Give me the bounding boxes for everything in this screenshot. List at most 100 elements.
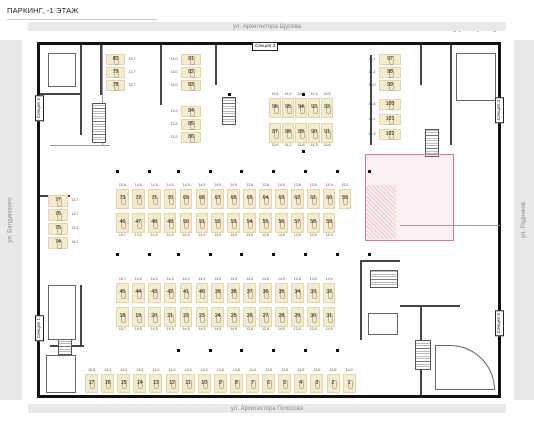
parking-spot[interactable]: 74: [48, 237, 68, 249]
parking-spot[interactable]: 58: [306, 213, 320, 233]
parking-spot[interactable]: 90: [308, 123, 320, 143]
parking-spot[interactable]: 86: [181, 132, 201, 143]
parking-spot[interactable]: 98: [379, 67, 401, 78]
parking-spot[interactable]: 55: [259, 213, 272, 233]
parking-spot[interactable]: 14: [133, 374, 147, 393]
parking-spot[interactable]: 54: [243, 213, 256, 233]
parking-spot[interactable]: 63: [275, 189, 288, 209]
parking-spot[interactable]: 82: [181, 67, 201, 78]
parking-spot[interactable]: 67: [211, 189, 225, 209]
parking-spot[interactable]: 2: [326, 374, 340, 393]
parking-spot[interactable]: 65: [243, 189, 256, 209]
parking-spot[interactable]: 37: [243, 283, 256, 303]
parking-spot[interactable]: 12: [165, 374, 179, 393]
parking-spot[interactable]: 73: [116, 189, 129, 209]
parking-spot[interactable]: 5: [278, 374, 292, 393]
parking-spot[interactable]: 62: [290, 189, 304, 209]
parking-spot[interactable]: 52: [211, 213, 225, 233]
parking-spot[interactable]: 46: [116, 213, 129, 233]
parking-spot[interactable]: 15: [117, 374, 131, 393]
parking-spot[interactable]: 26: [243, 307, 256, 327]
parking-spot[interactable]: 99: [379, 80, 401, 91]
parking-spot[interactable]: 60: [322, 189, 336, 209]
parking-spot[interactable]: 41: [179, 283, 193, 303]
parking-spot[interactable]: 24: [211, 307, 225, 327]
parking-spot[interactable]: 83: [181, 80, 201, 91]
parking-spot[interactable]: 59: [322, 213, 336, 233]
parking-spot[interactable]: 92: [321, 98, 333, 118]
parking-spot[interactable]: 10: [197, 374, 211, 393]
parking-spot[interactable]: 95: [282, 98, 294, 118]
parking-spot[interactable]: 97: [379, 54, 401, 65]
parking-spot[interactable]: 40: [195, 283, 209, 303]
parking-spot[interactable]: 80: [106, 54, 125, 65]
parking-spot[interactable]: 89: [295, 123, 307, 143]
parking-spot[interactable]: 17: [85, 374, 98, 393]
parking-spot[interactable]: 71: [147, 189, 161, 209]
parking-spot[interactable]: 102: [379, 129, 401, 140]
parking-spot[interactable]: 87: [269, 123, 281, 143]
parking-spot[interactable]: 23: [195, 307, 209, 327]
parking-spot[interactable]: 7: [246, 374, 259, 393]
parking-spot[interactable]: 68: [195, 189, 209, 209]
parking-spot[interactable]: 32: [322, 283, 336, 303]
parking-spot[interactable]: 20: [147, 307, 161, 327]
parking-spot[interactable]: 25: [227, 307, 241, 327]
parking-spot[interactable]: 64: [259, 189, 272, 209]
parking-spot[interactable]: 22: [179, 307, 193, 327]
parking-spot[interactable]: 77: [48, 195, 68, 207]
parking-spot[interactable]: 78: [106, 80, 125, 91]
parking-spot[interactable]: 94: [295, 98, 307, 118]
parking-spot[interactable]: 34: [290, 283, 304, 303]
parking-spot[interactable]: 85: [181, 119, 201, 130]
parking-spot[interactable]: 42: [163, 283, 177, 303]
parking-spot[interactable]: 16: [101, 374, 115, 393]
parking-spot[interactable]: 29: [290, 307, 304, 327]
parking-spot[interactable]: 79: [106, 67, 125, 78]
parking-spot[interactable]: 9: [213, 374, 227, 393]
parking-spot[interactable]: 51: [195, 213, 209, 233]
parking-spot[interactable]: 30: [306, 307, 320, 327]
parking-spot[interactable]: 3: [310, 374, 324, 393]
parking-spot[interactable]: 47: [131, 213, 145, 233]
parking-spot[interactable]: 72: [131, 189, 145, 209]
parking-spot[interactable]: 84: [181, 106, 201, 117]
parking-spot[interactable]: 18: [116, 307, 129, 327]
parking-spot[interactable]: 39: [211, 283, 225, 303]
parking-spot[interactable]: 81: [181, 54, 201, 65]
parking-spot[interactable]: 59: [338, 189, 352, 209]
parking-spot[interactable]: 19: [131, 307, 145, 327]
parking-spot[interactable]: 28: [275, 307, 288, 327]
parking-spot[interactable]: 57: [290, 213, 304, 233]
parking-spot[interactable]: 50: [179, 213, 193, 233]
parking-spot[interactable]: 101: [379, 114, 401, 125]
parking-spot[interactable]: 53: [227, 213, 241, 233]
parking-spot[interactable]: 88: [282, 123, 294, 143]
parking-spot[interactable]: 48: [147, 213, 161, 233]
parking-spot[interactable]: 27: [259, 307, 272, 327]
parking-spot[interactable]: 6: [262, 374, 276, 393]
parking-spot[interactable]: 69: [179, 189, 193, 209]
parking-spot[interactable]: 21: [163, 307, 177, 327]
parking-spot[interactable]: 13: [149, 374, 163, 393]
parking-spot[interactable]: 75: [48, 223, 68, 235]
parking-spot[interactable]: 43: [147, 283, 161, 303]
parking-spot[interactable]: 1: [342, 374, 356, 393]
parking-spot[interactable]: 93: [308, 98, 320, 118]
parking-spot[interactable]: 70: [163, 189, 177, 209]
parking-spot[interactable]: 66: [227, 189, 241, 209]
parking-spot[interactable]: 96: [269, 98, 281, 118]
parking-spot[interactable]: 36: [259, 283, 272, 303]
parking-spot[interactable]: 76: [48, 209, 68, 221]
parking-spot[interactable]: 35: [275, 283, 288, 303]
parking-spot[interactable]: 33: [306, 283, 320, 303]
parking-spot[interactable]: 11: [181, 374, 195, 393]
parking-spot[interactable]: 56: [275, 213, 288, 233]
parking-spot[interactable]: 44: [131, 283, 145, 303]
parking-spot[interactable]: 8: [229, 374, 243, 393]
parking-spot[interactable]: 100: [379, 99, 401, 110]
parking-spot[interactable]: 38: [227, 283, 241, 303]
parking-spot[interactable]: 45: [116, 283, 129, 303]
parking-spot[interactable]: 31: [322, 307, 336, 327]
parking-spot[interactable]: 91: [321, 123, 333, 143]
